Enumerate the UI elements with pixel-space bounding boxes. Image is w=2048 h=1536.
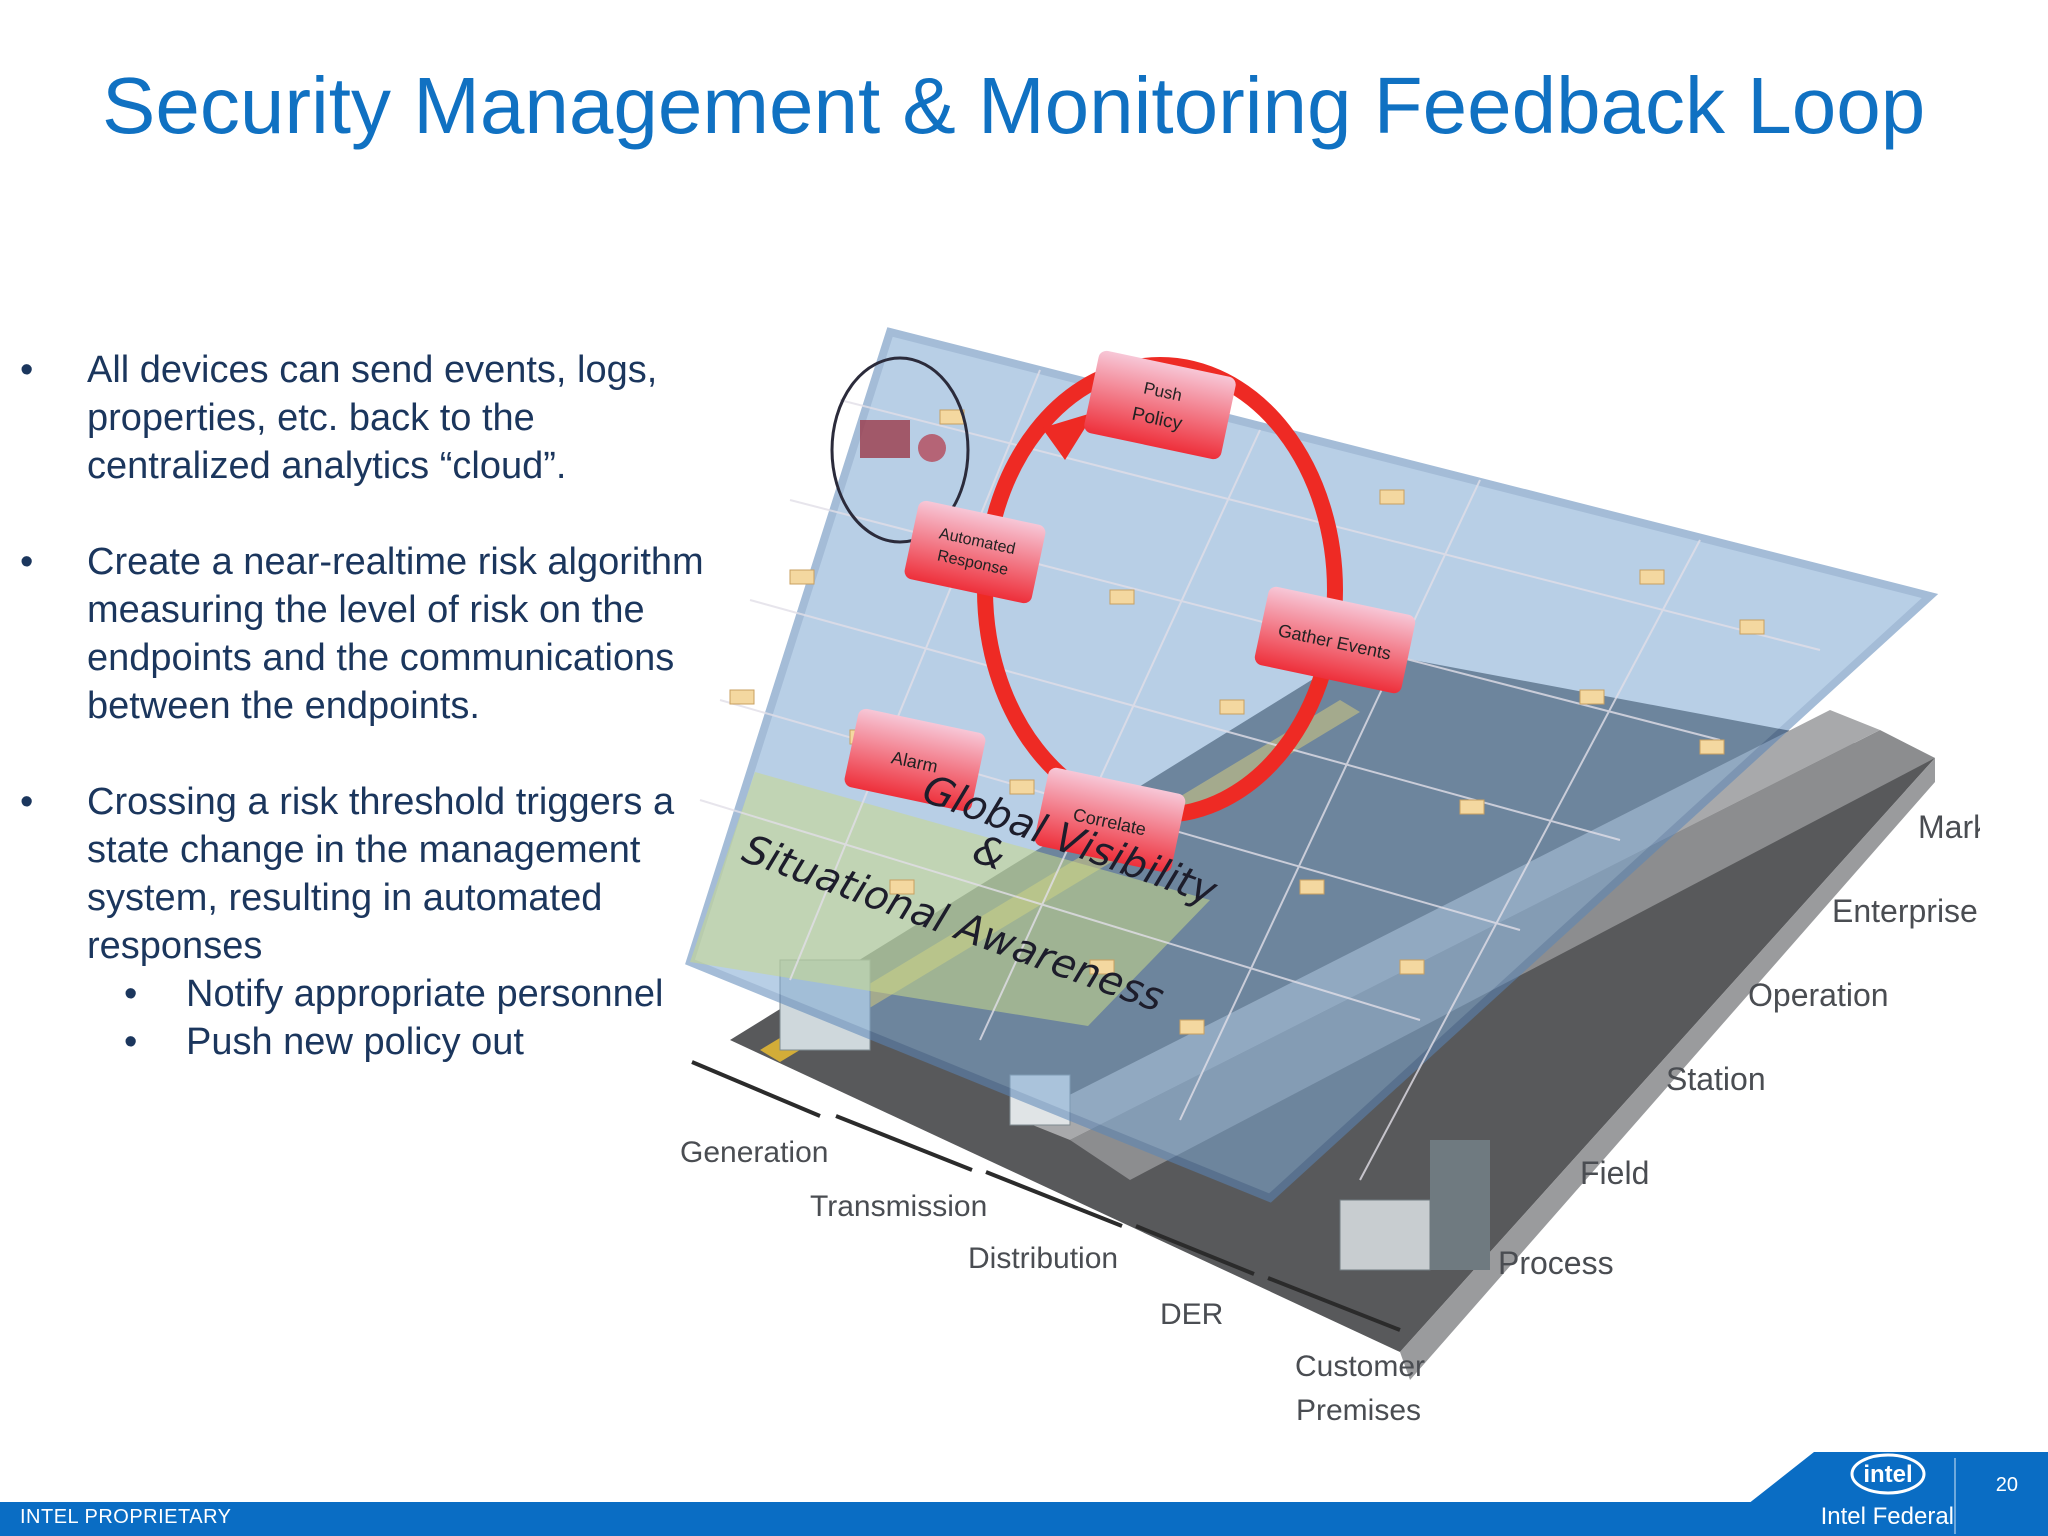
bullet-text: Create a near-realtime risk algorithm me… [87,541,704,727]
bullet-item: • All devices can send events, logs, pro… [20,346,720,490]
zone-label-station: Station [1666,1061,1766,1097]
domain-label-generation: Generation [680,1136,828,1169]
loop-step-gather-events: Gather Events [1254,586,1416,694]
domain-arrows [691,1060,1401,1332]
domain-label-der: DER [1160,1298,1223,1331]
monitor-icon [860,420,910,458]
footer-tab [1748,1452,2048,1504]
bullet-text: All devices can send events, logs, prope… [87,349,658,487]
zone-label-enterprise: Enterprise [1832,893,1978,929]
footer-bar [0,1502,2048,1536]
domain-label-transmission: Transmission [810,1190,987,1223]
sub-bullet-item: • Push new policy out [20,1018,720,1066]
footer-org-name: Intel Federal [1820,1503,1954,1530]
node-icons [729,409,1765,1035]
database-icon [918,434,946,462]
slide-title: Security Management & Monitoring Feedbac… [102,61,1926,150]
loop-arrow-icon [1042,412,1095,460]
bullet-dot-icon: • [20,349,34,391]
page-number: 20 [1995,1474,2018,1496]
zone-label-market: Market [1918,809,1980,845]
loop-step-automated-response: Automated Response [904,500,1046,604]
house-icon [1339,1199,1431,1271]
domain-label-premises: Premises [1296,1394,1421,1427]
loop-step-correlate: Correlate [1034,767,1186,873]
bullet-dot-icon: • [20,781,34,823]
svg-text:intel: intel [1863,1461,1912,1488]
bullet-list: • All devices can send events, logs, pro… [20,346,720,1066]
sub-bullet-text: Notify appropriate personnel [186,973,664,1015]
bullet-dot-icon: • [20,541,34,583]
zone-label-process: Process [1498,1245,1614,1281]
situational-band [690,772,1210,1026]
bullet-item: • Create a near-realtime risk algorithm … [20,538,720,730]
sub-bullet-item: • Notify appropriate personnel [20,970,720,1018]
domain-label-distribution: Distribution [968,1242,1118,1275]
bullet-dot-icon: • [124,1021,138,1063]
loop-step-push-policy: Push Policy [1084,350,1236,460]
zone-label-field: Field [1580,1155,1649,1191]
bullet-dot-icon: • [124,973,138,1015]
bullet-item: • Crossing a risk threshold triggers a s… [20,778,720,1066]
sub-bullet-list: • Notify appropriate personnel • Push ne… [20,970,720,1066]
monitor-highlight-circle [830,356,970,544]
bullet-text: Crossing a risk threshold triggers a sta… [87,781,675,967]
footer-classification: INTEL PROPRIETARY [20,1506,232,1528]
zone-label-operation: Operation [1748,977,1889,1013]
loop-step-alarm-a: Alarm [844,708,986,812]
grid-architecture-diagram: Push Policy Automated Response Gather Ev… [680,327,1980,1427]
base-platform-edge [1400,758,1935,1380]
footer-divider [1954,1458,1956,1534]
intel-logo: intel [1850,1453,1926,1495]
domain-label-customer: Customer [1295,1350,1425,1383]
factory-icon [1430,1140,1490,1270]
sub-bullet-text: Push new policy out [186,1021,524,1063]
